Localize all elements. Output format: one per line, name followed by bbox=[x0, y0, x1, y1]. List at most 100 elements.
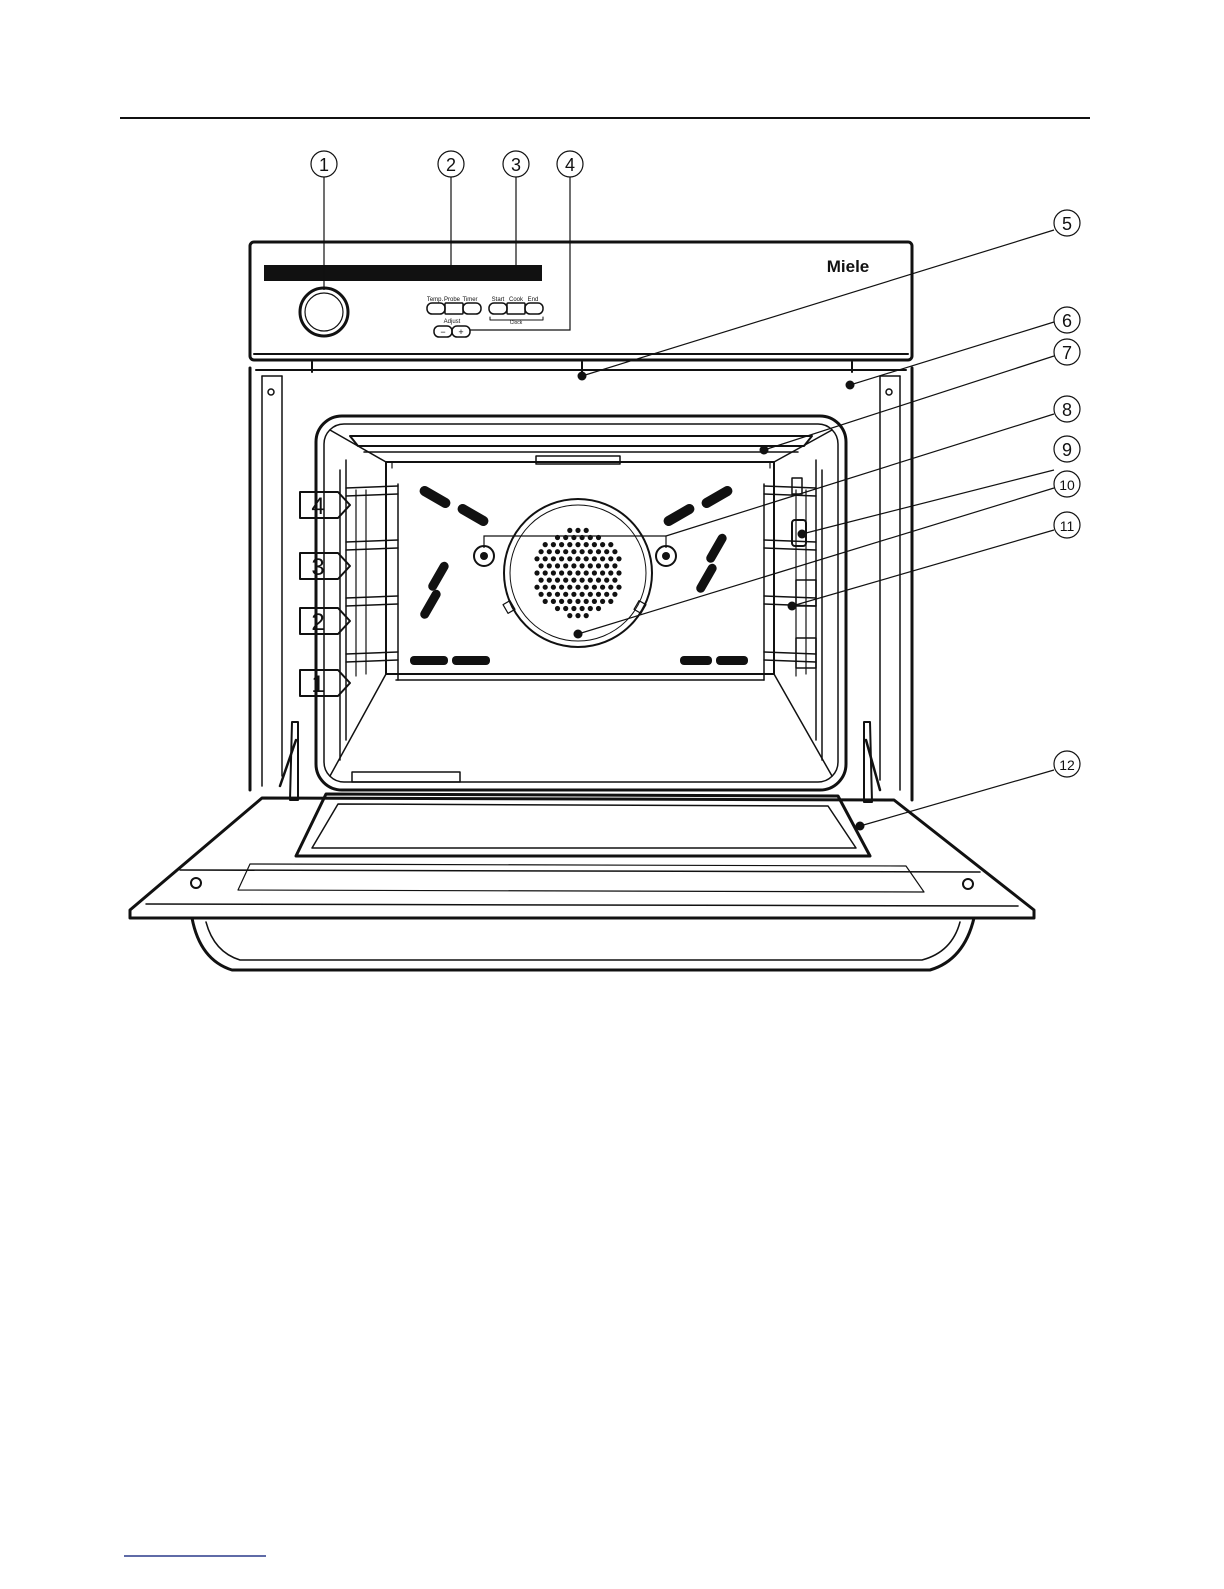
fan-grille-hole bbox=[571, 563, 576, 568]
fan-grille-hole bbox=[575, 570, 580, 575]
fan-grille-hole bbox=[559, 599, 564, 604]
fan-grille-hole bbox=[584, 613, 589, 618]
fan-grille-hole bbox=[567, 542, 572, 547]
button-row: Temp. Probe Timer Start Cook End Clock A… bbox=[427, 297, 543, 337]
timer-button[interactable] bbox=[463, 303, 481, 314]
fan-grille-hole bbox=[604, 563, 609, 568]
fan-grille-hole bbox=[555, 578, 560, 583]
callout-8: 8 bbox=[1054, 396, 1080, 422]
temp-button[interactable] bbox=[427, 303, 445, 314]
callout-12: 12 bbox=[1054, 751, 1080, 777]
callout-6: 6 bbox=[1054, 307, 1080, 333]
cook-button[interactable] bbox=[507, 303, 525, 314]
fan-grille-hole bbox=[555, 549, 560, 554]
fan-grille-hole bbox=[584, 556, 589, 561]
end-button[interactable] bbox=[525, 303, 543, 314]
fan-grille-hole bbox=[567, 585, 572, 590]
button-label-probe: Probe bbox=[444, 297, 461, 303]
fan-grille-hole bbox=[588, 606, 593, 611]
fan-grille-hole bbox=[592, 542, 597, 547]
svg-text:12: 12 bbox=[1059, 757, 1075, 773]
svg-text:4: 4 bbox=[565, 155, 575, 175]
fan-grille-hole bbox=[543, 556, 548, 561]
probe-button[interactable] bbox=[445, 303, 463, 314]
fan-grille-hole bbox=[547, 592, 552, 597]
fan-grille-hole bbox=[596, 578, 601, 583]
button-label-end: End bbox=[528, 297, 539, 303]
fan-grille-hole bbox=[559, 585, 564, 590]
fan-grille-hole bbox=[551, 542, 556, 547]
svg-text:3: 3 bbox=[311, 554, 324, 581]
fan-grille-hole bbox=[543, 599, 548, 604]
fan-grille-hole bbox=[600, 556, 605, 561]
callout-10: 10 bbox=[1054, 471, 1080, 497]
fan-grille-hole bbox=[555, 563, 560, 568]
fan-grille-hole bbox=[608, 542, 613, 547]
fan-grille-hole bbox=[571, 578, 576, 583]
callout-target-dots bbox=[574, 372, 865, 831]
fan-grille-hole bbox=[563, 549, 568, 554]
callout-1: 1 bbox=[311, 151, 337, 177]
fan-grille-hole bbox=[543, 570, 548, 575]
fan-grille-hole bbox=[575, 542, 580, 547]
callout-9: 9 bbox=[1054, 436, 1080, 462]
button-label-timer: Timer bbox=[462, 297, 477, 303]
fan-grille-hole bbox=[571, 592, 576, 597]
adjust-plus-symbol: + bbox=[458, 327, 463, 337]
fan-grille-hole bbox=[596, 563, 601, 568]
svg-text:3: 3 bbox=[511, 155, 521, 175]
fan-grille-hole bbox=[563, 592, 568, 597]
adjust-minus-symbol: − bbox=[440, 327, 445, 337]
fan-grille-hole bbox=[571, 549, 576, 554]
callout-2: 2 bbox=[438, 151, 464, 177]
fan-grille-hole bbox=[567, 599, 572, 604]
callout-5: 5 bbox=[1054, 210, 1080, 236]
fan-grille-hole bbox=[551, 599, 556, 604]
fan-grille-hole bbox=[592, 599, 597, 604]
fan-grille-hole bbox=[555, 606, 560, 611]
svg-text:7: 7 bbox=[1062, 343, 1072, 363]
fan-grille-hole bbox=[584, 585, 589, 590]
fan-grille-hole bbox=[567, 528, 572, 533]
top-heating-element bbox=[350, 436, 812, 468]
fan-grille-hole bbox=[596, 592, 601, 597]
fan-grille-hole bbox=[580, 606, 585, 611]
fan-grille-hole bbox=[612, 563, 617, 568]
fan-grille-hole bbox=[543, 542, 548, 547]
fan-grille-hole bbox=[543, 585, 548, 590]
fan-grille-hole bbox=[600, 570, 605, 575]
fan-grille-hole bbox=[604, 578, 609, 583]
fan-grille-hole bbox=[592, 570, 597, 575]
shelf-level-4: 4 bbox=[300, 492, 350, 520]
svg-text:4: 4 bbox=[311, 493, 324, 520]
fan-grille-hole bbox=[575, 528, 580, 533]
fan-grille-hole bbox=[588, 563, 593, 568]
svg-text:6: 6 bbox=[1062, 311, 1072, 331]
callout-3: 3 bbox=[503, 151, 529, 177]
fan-grille-hole bbox=[592, 556, 597, 561]
fan-grille-hole bbox=[539, 549, 544, 554]
function-selector-knob[interactable] bbox=[300, 288, 348, 336]
fan-grille-hole bbox=[539, 563, 544, 568]
start-button[interactable] bbox=[489, 303, 507, 314]
button-label-temp: Temp. bbox=[427, 297, 444, 303]
fan-grille-hole bbox=[612, 592, 617, 597]
clock-label: Clock bbox=[510, 320, 523, 326]
fan-grille-hole bbox=[596, 606, 601, 611]
brand-logo: Miele bbox=[827, 257, 870, 276]
fan-grille-hole bbox=[616, 570, 621, 575]
fan-grille-hole bbox=[547, 578, 552, 583]
fan-grille-hole bbox=[604, 549, 609, 554]
control-panel: Miele Temp. Probe Timer Start Cook End C… bbox=[250, 242, 912, 360]
fan-grille-hole bbox=[551, 556, 556, 561]
adjust-label: Adjust bbox=[444, 319, 461, 325]
fan-grille-hole bbox=[575, 599, 580, 604]
fan-grille-hole bbox=[588, 549, 593, 554]
fan-grille-hole bbox=[600, 542, 605, 547]
fan-grille-hole bbox=[559, 570, 564, 575]
fan-grille-hole bbox=[539, 592, 544, 597]
fan-grille-hole bbox=[580, 578, 585, 583]
fan-grille-hole bbox=[616, 585, 621, 590]
svg-text:1: 1 bbox=[319, 155, 329, 175]
